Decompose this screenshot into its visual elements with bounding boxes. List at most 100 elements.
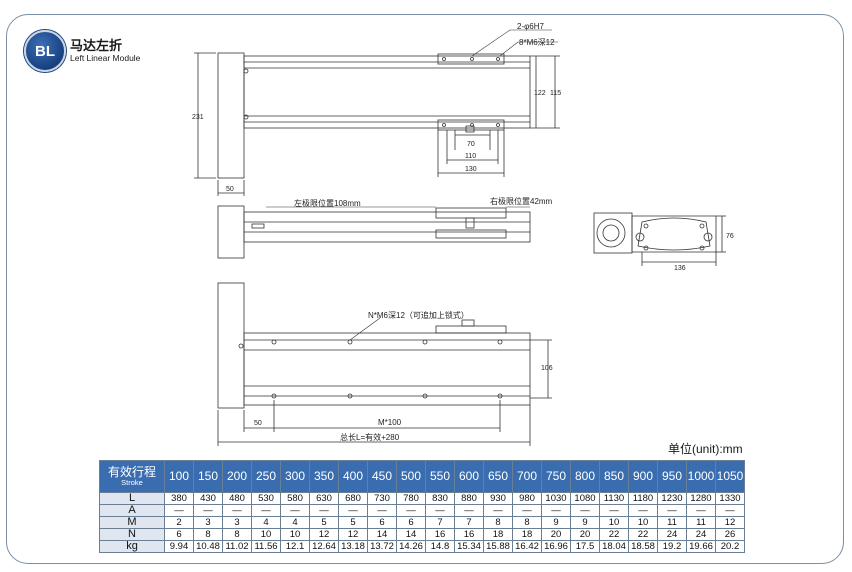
table-cell: 20 <box>541 528 571 541</box>
table-cell: — <box>512 504 542 517</box>
stroke-value: 450 <box>367 460 397 493</box>
unit-label: 单位(unit):mm <box>668 442 743 456</box>
table-cell: — <box>541 504 571 517</box>
stroke-value: 1050 <box>715 460 745 493</box>
row-label: A <box>99 504 165 517</box>
table-row: A———————————————————— <box>99 504 745 517</box>
table-cell: 8 <box>222 528 252 541</box>
table-cell: 9 <box>570 516 600 529</box>
module-body <box>243 55 531 129</box>
table-cell: — <box>599 504 629 517</box>
stroke-value: 350 <box>309 460 339 493</box>
table-cell: 5 <box>309 516 339 529</box>
side-view <box>217 205 531 259</box>
stroke-value: 850 <box>599 460 629 493</box>
table-cell: 11 <box>657 516 687 529</box>
stroke-value: 300 <box>280 460 310 493</box>
row-label: N <box>99 528 165 541</box>
table-cell: 930 <box>483 492 513 505</box>
table-cell: 5 <box>338 516 368 529</box>
stroke-value: 1000 <box>686 460 716 493</box>
table-cell: 630 <box>309 492 339 505</box>
table-cell: 3 <box>193 516 223 529</box>
dim-231: 231 <box>192 114 204 121</box>
table-cell: 9 <box>541 516 571 529</box>
table-cell: 22 <box>628 528 658 541</box>
table-cell: 730 <box>367 492 397 505</box>
stroke-value: 100 <box>164 460 194 493</box>
table-cell: — <box>570 504 600 517</box>
top-view <box>194 29 560 196</box>
logo-text: BL <box>35 42 55 60</box>
label-holes-top: 8*M6深12 <box>519 38 555 47</box>
table-cell: 10 <box>251 528 281 541</box>
table-cell: 18.58 <box>628 540 658 553</box>
table-cell: 20.2 <box>715 540 745 553</box>
table-cell: — <box>367 504 397 517</box>
table-cell: 16 <box>425 528 455 541</box>
stroke-value: 600 <box>454 460 484 493</box>
table-cell: 12.1 <box>280 540 310 553</box>
motor-block <box>217 52 245 179</box>
dim-50-bottom: 50 <box>254 420 262 427</box>
stroke-value: 400 <box>338 460 368 493</box>
table-cell: 4 <box>280 516 310 529</box>
dim-76: 76 <box>726 233 734 240</box>
table-cell: 11.56 <box>251 540 281 553</box>
table-cell: 830 <box>425 492 455 505</box>
table-cell: 1080 <box>570 492 600 505</box>
table-cell: 10 <box>280 528 310 541</box>
table-cell: 480 <box>222 492 252 505</box>
table-cell: — <box>657 504 687 517</box>
stroke-value: 800 <box>570 460 600 493</box>
dim-136: 136 <box>674 265 686 272</box>
table-cell: 12 <box>309 528 339 541</box>
table-cell: 14.8 <box>425 540 455 553</box>
table-cell: 10 <box>628 516 658 529</box>
table-cell: 11.02 <box>222 540 252 553</box>
stroke-value: 250 <box>251 460 281 493</box>
dim-110: 110 <box>465 153 476 160</box>
table-cell: — <box>309 504 339 517</box>
dim-70: 70 <box>467 141 475 148</box>
dim-m100: M*100 <box>378 418 402 427</box>
table-cell: — <box>686 504 716 517</box>
table-cell: — <box>628 504 658 517</box>
table-cell: 9.94 <box>164 540 194 553</box>
table-cell: 8 <box>483 516 513 529</box>
table-cell: 12 <box>715 516 745 529</box>
table-cell: 530 <box>251 492 281 505</box>
table-cell: 7 <box>425 516 455 529</box>
table-cell: 6 <box>367 516 397 529</box>
table-cell: — <box>164 504 194 517</box>
table-cell: 1280 <box>686 492 716 505</box>
stroke-value: 950 <box>657 460 687 493</box>
label-pins: 2-φ6H7 <box>517 22 545 31</box>
table-cell: 13.18 <box>338 540 368 553</box>
table-cell: 19.2 <box>657 540 687 553</box>
table-cell: 8 <box>193 528 223 541</box>
stroke-value: 900 <box>628 460 658 493</box>
table-cell: 1330 <box>715 492 745 505</box>
brand-logo: BL <box>24 30 66 72</box>
row-label: L <box>99 492 165 505</box>
stroke-value: 150 <box>193 460 223 493</box>
dim-50: 50 <box>226 186 234 193</box>
dim-115: 115 <box>550 90 561 97</box>
table-cell: 17.5 <box>570 540 600 553</box>
table-cell: 1230 <box>657 492 687 505</box>
stroke-value: 700 <box>512 460 542 493</box>
table-cell: 4 <box>251 516 281 529</box>
table-cell: 22 <box>599 528 629 541</box>
table-cell: 1130 <box>599 492 629 505</box>
table-cell: — <box>280 504 310 517</box>
stroke-value: 550 <box>425 460 455 493</box>
table-cell: 15.34 <box>454 540 484 553</box>
table-cell: — <box>715 504 745 517</box>
